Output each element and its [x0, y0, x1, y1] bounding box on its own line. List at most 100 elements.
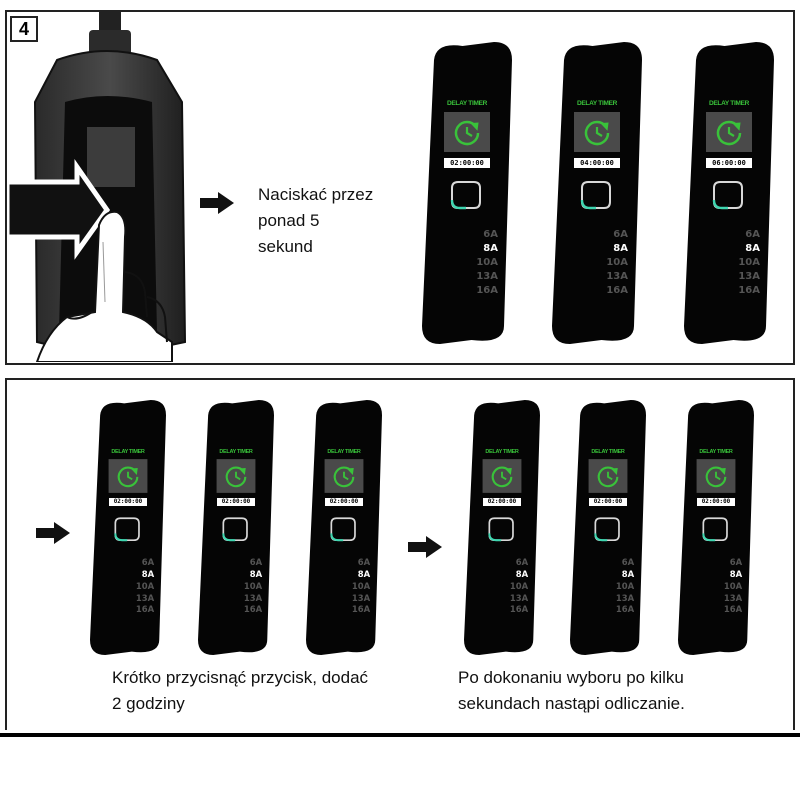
timer-readout: 02:00:00 — [324, 497, 364, 507]
caption-line: sekundach nastąpi odliczanie. — [458, 694, 685, 713]
step-number-badge: 4 — [10, 16, 38, 42]
current-level-item: 10A — [476, 257, 498, 268]
current-level-item: 16A — [243, 604, 263, 615]
current-level-item: 16A — [476, 285, 498, 296]
current-level-item: 8A — [613, 243, 628, 254]
caption-line: 2 godziny — [112, 694, 185, 713]
current-level-item: 13A — [476, 271, 498, 282]
current-level-item: 13A — [243, 592, 263, 603]
device-body — [552, 42, 642, 344]
current-level-item: 8A — [483, 243, 498, 254]
clock-icon — [225, 466, 247, 488]
clock-icon — [716, 120, 742, 146]
button-icon — [222, 517, 248, 542]
button-icon — [330, 517, 356, 542]
button-icon — [594, 517, 620, 542]
button-icon — [451, 181, 481, 209]
current-level-item: 6A — [357, 557, 371, 568]
device-body — [306, 400, 382, 655]
clock-icon — [584, 120, 610, 146]
current-level-item: 6A — [621, 557, 635, 568]
timer-readout: 02:00:00 — [696, 497, 736, 507]
current-level-item: 16A — [351, 604, 371, 615]
timer-readout: 02:00:00 — [444, 158, 490, 168]
arrow-right-icon — [200, 192, 234, 214]
delay-timer-title: DELAY TIMER — [708, 100, 750, 107]
delay-timer-title: DELAY TIMER — [576, 100, 618, 107]
current-level-item: 8A — [357, 568, 371, 579]
current-level-item: 13A — [351, 592, 371, 603]
button-icon — [114, 517, 140, 542]
current-level-item: 13A — [615, 592, 635, 603]
current-level-item: 16A — [615, 604, 635, 615]
caption-line: Krótko przycisnąć przycisk, dodać — [112, 668, 369, 687]
current-level-item: 8A — [745, 243, 760, 254]
clock-icon — [117, 466, 139, 488]
delay-timer-title: DELAY TIMER — [699, 448, 733, 455]
current-level-item: 6A — [515, 557, 529, 568]
arrow-right-icon — [408, 536, 442, 558]
clock-icon — [454, 120, 480, 146]
divider — [0, 733, 800, 737]
button-icon — [702, 517, 728, 542]
current-level-item: 16A — [723, 604, 743, 615]
current-level-item: 16A — [606, 285, 628, 296]
timer-readout: 02:00:00 — [588, 497, 628, 507]
current-level-item: 16A — [509, 604, 529, 615]
clock-icon — [597, 466, 619, 488]
caption-line: ponad 5 — [258, 211, 320, 230]
delay-timer-title: DELAY TIMER — [446, 100, 488, 107]
current-level-item: 16A — [135, 604, 155, 615]
current-level-item: 13A — [135, 592, 155, 603]
current-level-item: 8A — [141, 568, 155, 579]
current-level-item: 6A — [745, 229, 760, 240]
device-body — [422, 42, 512, 344]
timer-readout: 04:00:00 — [574, 158, 620, 168]
device-body — [678, 400, 754, 655]
device-body — [90, 400, 166, 655]
button-icon — [713, 181, 743, 209]
current-level-item: 13A — [723, 592, 743, 603]
bottom-left-caption: Krótko przycisnąć przycisk, dodać 2 godz… — [112, 665, 368, 717]
current-level-item: 10A — [351, 580, 371, 591]
current-level-item: 13A — [606, 271, 628, 282]
timer-readout: 02:00:00 — [482, 497, 522, 507]
caption-line: Naciskać przez — [258, 185, 374, 204]
delay-timer-title: DELAY TIMER — [219, 448, 253, 455]
delay-timer-title: DELAY TIMER — [111, 448, 145, 455]
current-level-item: 13A — [738, 271, 760, 282]
clock-icon — [705, 466, 727, 488]
current-level-item: 10A — [135, 580, 155, 591]
current-level-item: 6A — [141, 557, 155, 568]
charger-device-illustration — [7, 12, 187, 362]
timer-readout: 02:00:00 — [108, 497, 148, 507]
current-level-item: 8A — [515, 568, 529, 579]
current-level-item: 6A — [249, 557, 263, 568]
current-level-item: 13A — [509, 592, 529, 603]
button-icon — [488, 517, 514, 542]
current-level-item: 8A — [249, 568, 263, 579]
bottom-right-caption: Po dokonaniu wyboru po kilku sekundach n… — [458, 665, 685, 717]
delay-timer-title: DELAY TIMER — [591, 448, 625, 455]
clock-icon — [333, 466, 355, 488]
arrow-right-icon — [36, 522, 70, 544]
device-body — [570, 400, 646, 655]
timer-readout: 06:00:00 — [706, 158, 752, 168]
